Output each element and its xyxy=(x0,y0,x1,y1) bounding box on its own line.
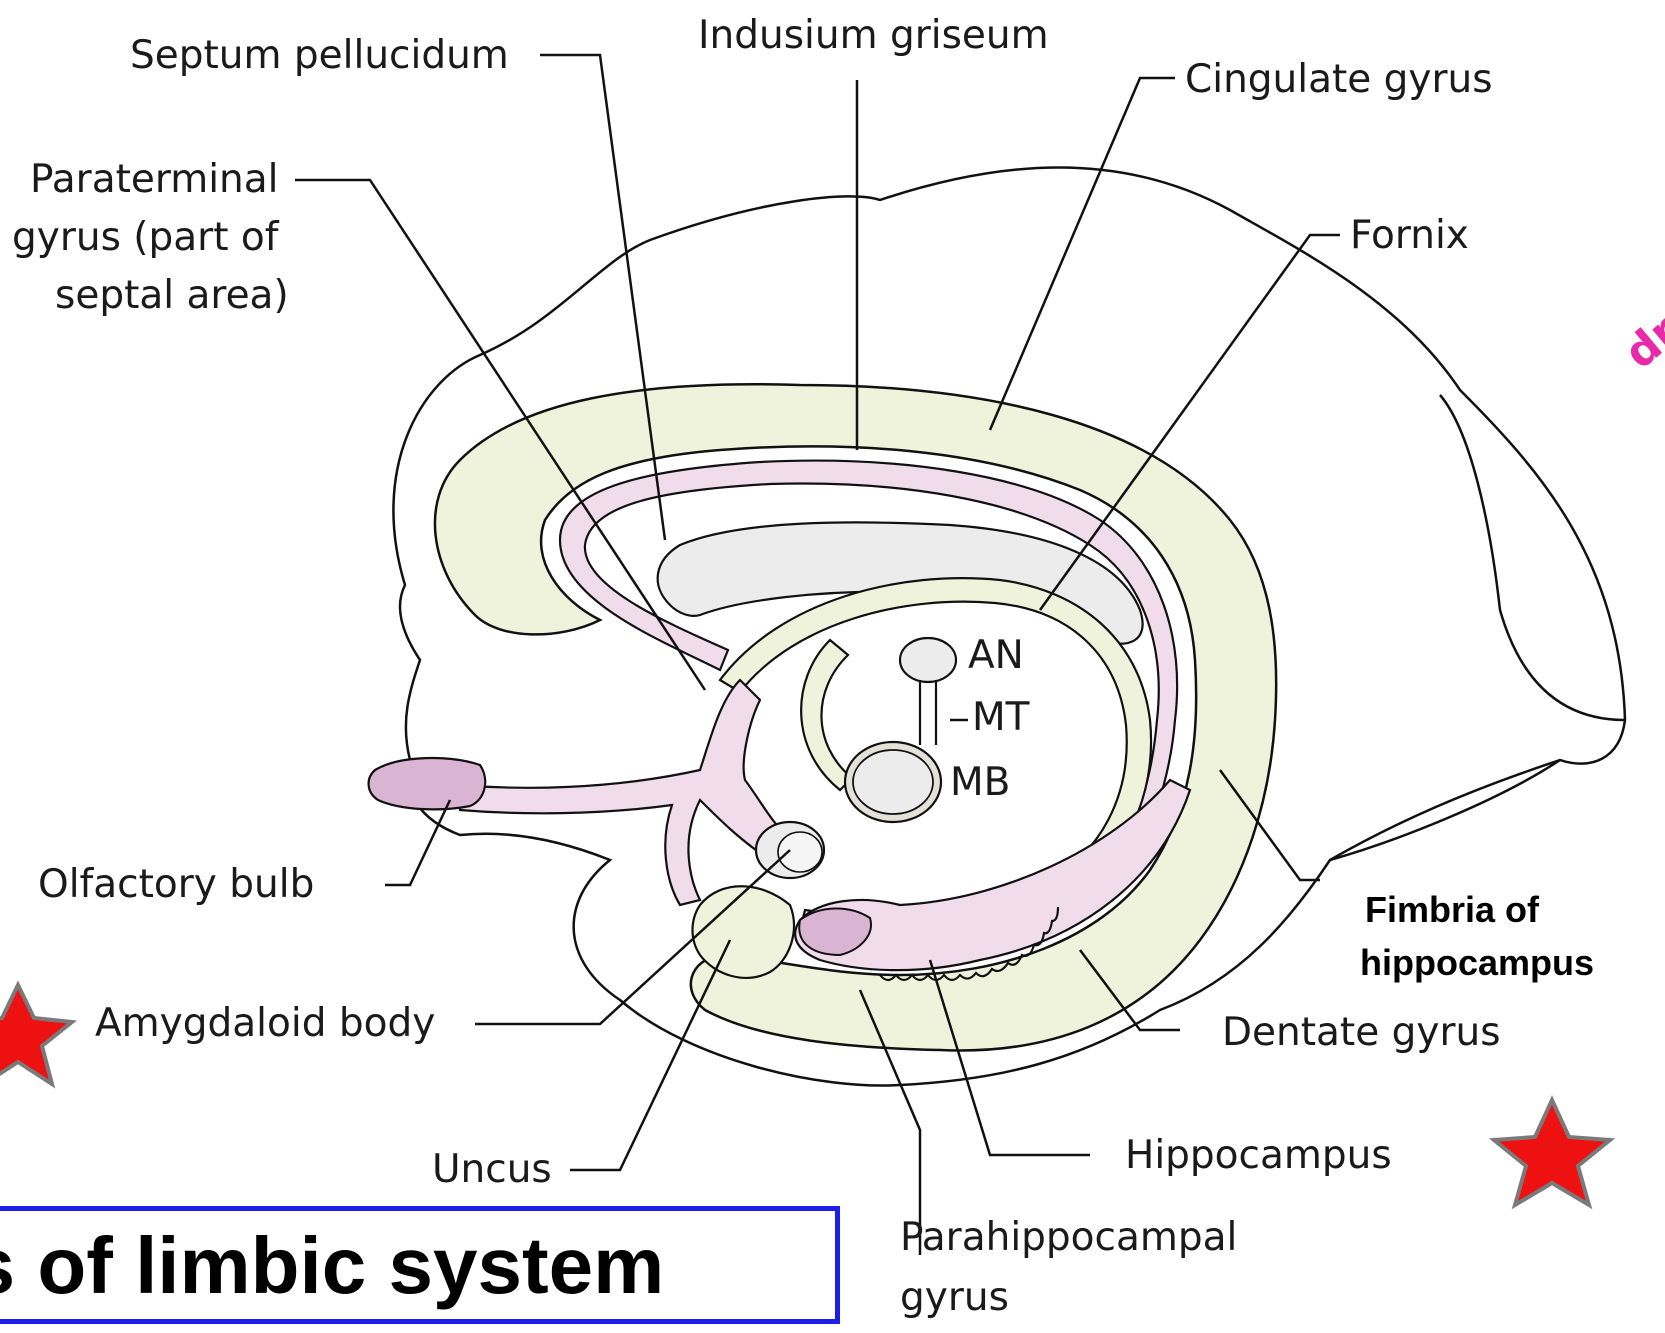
star-icon xyxy=(1494,1100,1610,1205)
mammillothalamic-tract-shape xyxy=(920,680,936,745)
title-box: Parts of limbic system xyxy=(0,1206,840,1324)
page-title: Parts of limbic system xyxy=(0,1221,664,1311)
label-indusium-griseum: Indusium griseum xyxy=(698,13,1049,58)
label-paraterminal-3: septal area) xyxy=(55,273,289,318)
label-fimbria-1: Fimbria of xyxy=(1365,889,1540,930)
label-olfactory-bulb: Olfactory bulb xyxy=(38,862,314,907)
septal-area-region xyxy=(460,680,790,905)
label-an: AN xyxy=(968,633,1024,678)
calcarine-edge xyxy=(1330,760,1560,860)
fornix-column xyxy=(801,640,852,790)
occipital-sulcus xyxy=(1440,395,1625,720)
label-hippocampus: Hippocampus xyxy=(1125,1133,1392,1178)
label-parahippocampal-1: Parahippocampal xyxy=(900,1215,1237,1260)
label-mt: MT xyxy=(972,695,1030,740)
label-fimbria-2: hippocampus xyxy=(1360,942,1594,983)
mammillary-body-inner xyxy=(853,750,933,814)
label-paraterminal-2: gyrus (part of xyxy=(12,215,280,260)
star-icon xyxy=(0,985,72,1084)
label-uncus: Uncus xyxy=(432,1147,552,1192)
label-amygdaloid-body: Amygdaloid body xyxy=(95,1001,435,1046)
label-mb: MB xyxy=(950,760,1010,805)
label-fornix: Fornix xyxy=(1350,213,1469,258)
anterior-nucleus-shape xyxy=(900,638,956,682)
label-parahippocampal-2: gyrus xyxy=(900,1275,1009,1320)
label-septum-pellucidum: Septum pellucidum xyxy=(130,33,509,78)
label-dentate-gyrus: Dentate gyrus xyxy=(1222,1010,1501,1055)
olfactory-bulb-shape xyxy=(369,758,486,809)
label-paraterminal-1: Paraterminal xyxy=(30,157,279,202)
amygdaloid-body-inner xyxy=(778,832,822,872)
label-cingulate-gyrus: Cingulate gyrus xyxy=(1185,57,1493,102)
uncus-region xyxy=(693,886,794,978)
